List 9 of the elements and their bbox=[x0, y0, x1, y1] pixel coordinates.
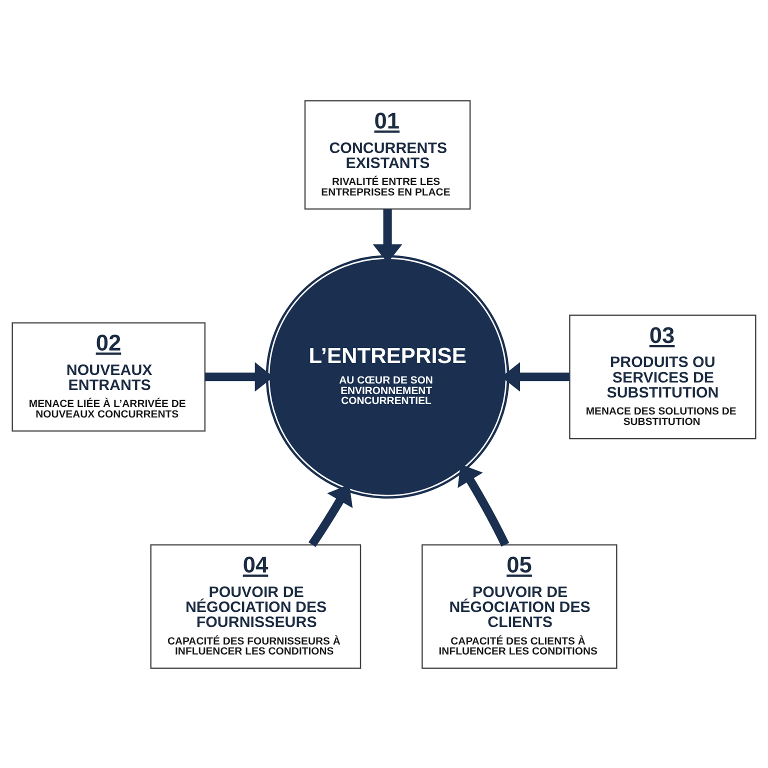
node-box: 01 CONCURRENTS EXISTANTS RIVALITÉ ENTRE LES ENTREPRISES EN PLACE bbox=[304, 100, 471, 210]
node-box: 02 NOUVEAUX ENTRANTS MENACE LIÉE À L’ARRIVÉE DE NOUVEAUX CONCURRENTS bbox=[12, 322, 206, 432]
node-box: 03 PRODUITS OU SERVICES DE SUBSTITUTION MENACE DES SOLUTIONS DE SUBSTITUTION bbox=[569, 314, 756, 439]
node-circle: L’ENTREPRISE AU CŒUR DE SON ENVIRONNEMENT CONCURRENTIEL bbox=[266, 254, 510, 498]
node-box: 04 POUVOIR DE NÉGOCIATION DES FOURNISSEURS CAPACITÉ DES FOURNISSEURS À INFLUENCER LES CONDITIONS bbox=[150, 544, 362, 668]
node-box: 05 POUVOIR DE NÉGOCIATION DES CLIENTS CAPACITÉ DES CLIENTS À INFLUENCER LES CONDITIONS bbox=[422, 544, 618, 668]
arrow bbox=[458, 464, 510, 546]
arrow bbox=[372, 208, 402, 262]
arrow bbox=[308, 484, 353, 547]
